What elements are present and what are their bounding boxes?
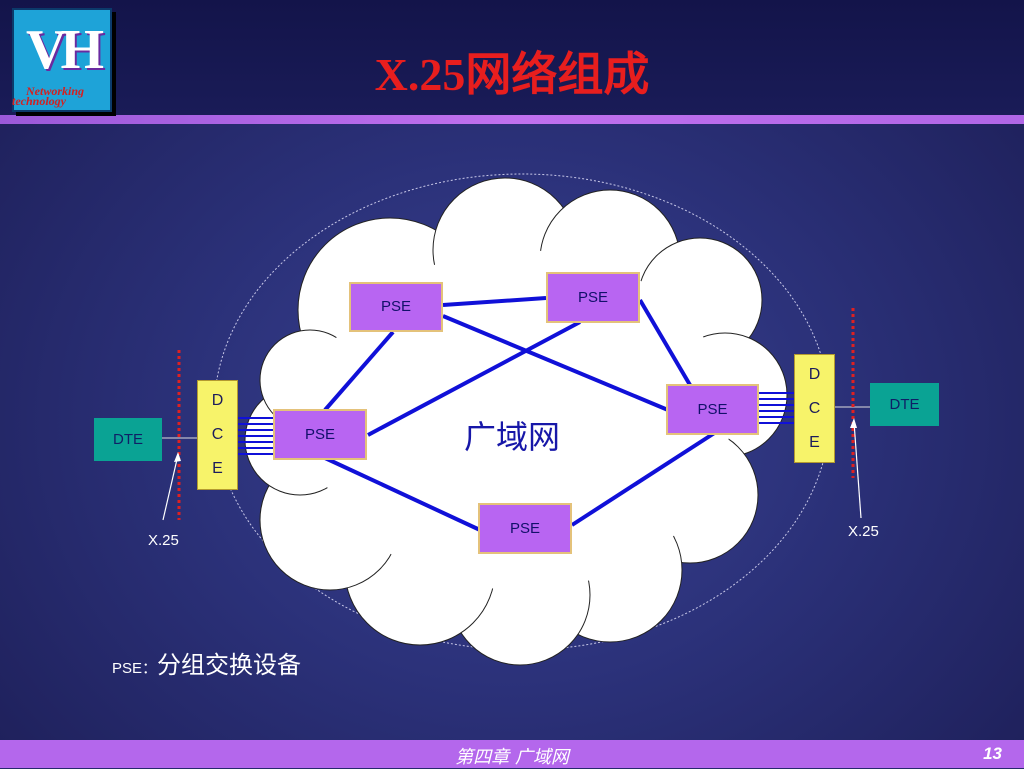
arrow-head-icon [174, 452, 181, 462]
page-number: 13 [983, 744, 1002, 763]
dce-letter: E [212, 460, 223, 477]
logo-tagline: Networking [26, 84, 85, 98]
pse-node: PSE [478, 503, 572, 554]
footer-bar: 第四章 广域网 13 [0, 740, 1024, 768]
x25-pointer-right [853, 421, 862, 519]
wan-cloud [244, 177, 788, 666]
header-divider [0, 115, 1024, 124]
access-lines-left [238, 417, 274, 455]
x25-label-right: X.25 [848, 523, 879, 540]
network-links [323, 296, 718, 532]
x25-label-left: X.25 [148, 532, 179, 549]
logo-tagline: technology [12, 94, 66, 108]
access-lines-right [758, 392, 794, 424]
legend-value: 分组交换设备 [157, 651, 302, 679]
wan-label: 广域网 [464, 418, 561, 456]
dte-left: DTE [94, 418, 162, 461]
legend-key: PSE： [112, 660, 158, 677]
x25-pointer-left [162, 454, 179, 521]
dce-letter: E [809, 434, 820, 451]
header-band [0, 0, 1024, 120]
chapter-label: 第四章 广域网 [455, 747, 569, 768]
dce-letter: D [211, 392, 224, 409]
dte-right: DTE [870, 383, 939, 426]
dce-letter: D [808, 366, 821, 383]
slide-title: X.25网络组成 [374, 49, 650, 100]
legend: PSE：分组交换设备 [112, 645, 301, 680]
pse-node: PSE [666, 384, 759, 435]
pse-node: PSE [349, 282, 443, 332]
pse-node: PSE [546, 272, 640, 323]
pse-node: PSE [273, 409, 367, 460]
dce-left: D C E [197, 380, 238, 490]
dce-letter: C [211, 426, 224, 443]
dce-right: D C E [794, 354, 835, 463]
arrow-head-icon [850, 418, 857, 428]
logo: VH Networking technology [12, 8, 112, 112]
dce-letter: C [808, 400, 821, 417]
logo-mark: VH [26, 19, 104, 81]
